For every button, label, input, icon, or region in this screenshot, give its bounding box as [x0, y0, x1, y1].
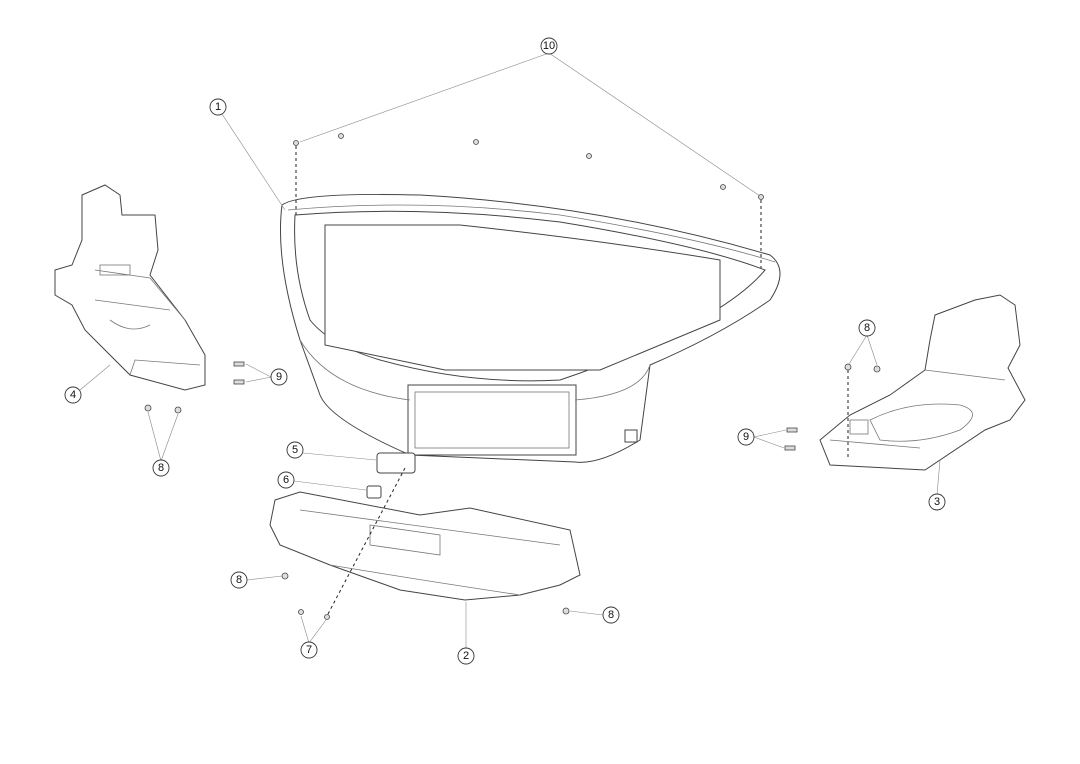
callout-circle: [858, 319, 876, 337]
callout-label: 8: [158, 462, 164, 474]
leader-lines: [79, 52, 941, 649]
callout-7: 7: [300, 641, 318, 659]
callout-circle: [270, 368, 288, 386]
part-7-nut: [298, 609, 304, 615]
callout-circle: [152, 459, 170, 477]
callout-circle: [602, 606, 620, 624]
callout-label: 4: [70, 389, 76, 401]
callout-6: 6: [277, 471, 295, 489]
callout-10: 10: [540, 37, 558, 55]
callout-circle: [209, 98, 227, 116]
callout-label: 1: [215, 101, 221, 113]
callout-circle: [540, 37, 558, 55]
callout-label: 8: [608, 609, 614, 621]
callout-circle: [300, 641, 318, 659]
callout-circle: [64, 386, 82, 404]
callout-9: 9: [270, 368, 288, 386]
callout-8: 8: [858, 319, 876, 337]
callout-label: 3: [934, 496, 940, 508]
callout-8: 8: [602, 606, 620, 624]
callout-label: 8: [864, 322, 870, 334]
callout-label: 5: [292, 444, 298, 456]
callout-2: 2: [457, 647, 475, 665]
callout-3: 3: [928, 493, 946, 511]
callout-label: 9: [743, 431, 749, 443]
part-2-crossmember: [269, 491, 581, 601]
part-6-clip: [366, 485, 382, 499]
callout-5: 5: [286, 441, 304, 459]
callout-label: 10: [543, 40, 555, 52]
part-10-fasteners: [293, 133, 764, 268]
callout-label: 7: [306, 644, 312, 656]
callout-9: 9: [737, 428, 755, 446]
callout-circle: [286, 441, 304, 459]
part-7-nut: [324, 614, 330, 620]
callout-circle: [928, 493, 946, 511]
callout-1: 1: [209, 98, 227, 116]
callout-label: 2: [463, 650, 469, 662]
callout-8: 8: [230, 571, 248, 589]
callout-label: 6: [283, 474, 289, 486]
callout-4: 4: [64, 386, 82, 404]
callout-8: 8: [152, 459, 170, 477]
callout-circle: [457, 647, 475, 665]
part-5-bracket: [376, 452, 416, 474]
part-3-right-bracket: [819, 294, 1026, 471]
callout-circle: [230, 571, 248, 589]
callout-circle: [737, 428, 755, 446]
part-4-left-bracket: [54, 184, 206, 391]
part-1-front-frame: [280, 193, 781, 463]
callout-label: 9: [276, 371, 282, 383]
callout-label: 8: [236, 574, 242, 586]
callout-circle: [277, 471, 295, 489]
